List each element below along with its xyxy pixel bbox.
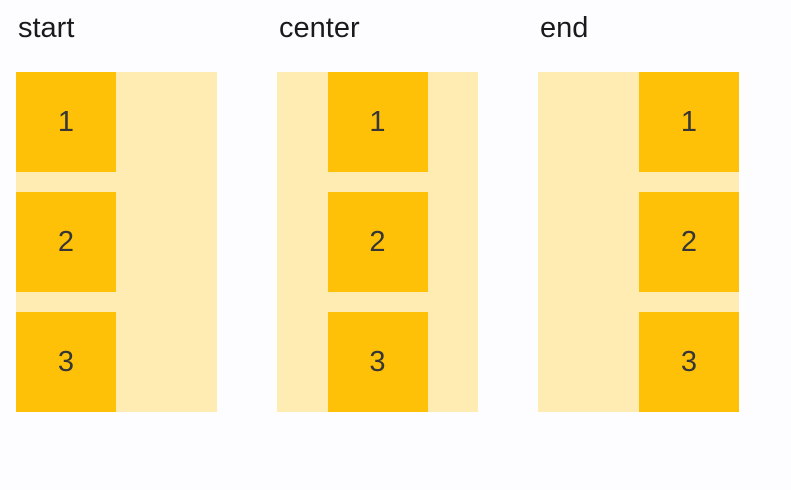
flex-item: 1 [639, 72, 739, 172]
group-label-start: start [18, 12, 75, 44]
alignment-group-start: start 1 2 3 [16, 10, 217, 412]
flex-item: 1 [16, 72, 116, 172]
group-label-end: end [540, 12, 589, 44]
flex-item: 3 [639, 312, 739, 412]
alignment-group-end: end 1 2 3 [538, 10, 739, 412]
group-label-center: center [279, 12, 360, 44]
flex-container-start: 1 2 3 [16, 72, 217, 412]
flex-item: 3 [16, 312, 116, 412]
flex-container-center: 1 2 3 [277, 72, 478, 412]
flex-item: 2 [16, 192, 116, 292]
align-items-demo: start 1 2 3 center 1 2 3 end 1 2 3 [16, 10, 739, 412]
flex-item: 3 [327, 312, 428, 412]
flex-item: 2 [327, 192, 428, 292]
flex-item: 2 [639, 192, 739, 292]
alignment-group-center: center 1 2 3 [277, 10, 478, 412]
flex-container-end: 1 2 3 [538, 72, 739, 412]
flex-item: 1 [327, 72, 428, 172]
